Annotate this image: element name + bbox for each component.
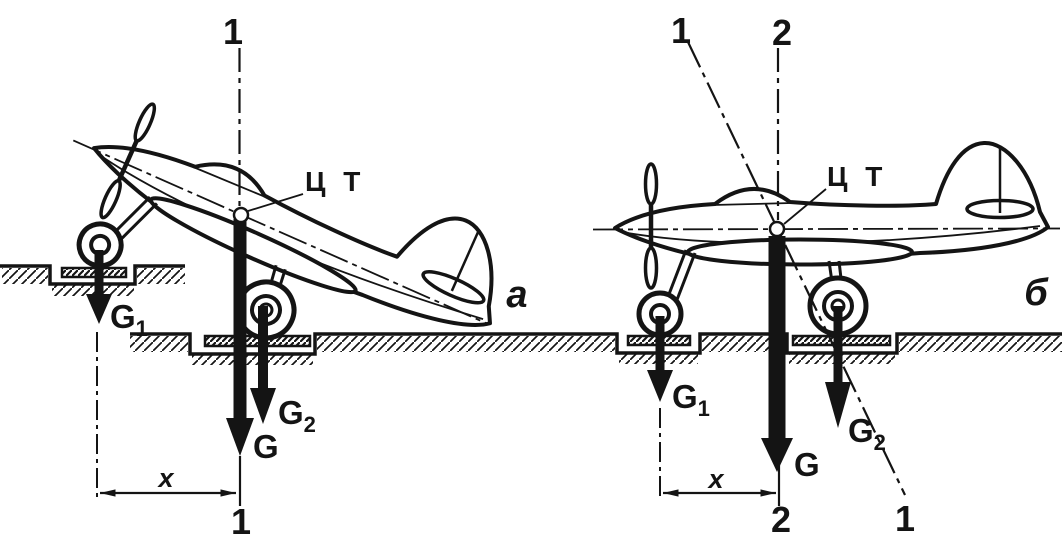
force-arrow-shaft (768, 236, 786, 440)
force-arrow-front-b (647, 316, 673, 402)
axis-1-label-bottom-a: 1 (231, 501, 251, 536)
cg-leader-line-b (783, 188, 827, 225)
axis-2-label-bottom-b: 2 (771, 499, 791, 536)
force-arrow-shaft (258, 306, 268, 390)
soil-hatch (2, 268, 48, 284)
force-arrow-front-a (86, 250, 112, 324)
force-arrow-total-b (761, 236, 793, 472)
force-label-g-a: G (253, 428, 279, 465)
soil-hatch (899, 336, 1062, 352)
ground-line-upper (0, 264, 185, 286)
force-label-sub: 1 (136, 316, 148, 341)
scale-platform-a-front (60, 266, 128, 279)
force-arrow-shaft (233, 219, 247, 420)
axis-1-label-bottom-b: 1 (895, 498, 915, 536)
soil-hatch (52, 285, 134, 296)
cg-marker-a (232, 206, 250, 224)
distance-label-a: x (156, 463, 174, 493)
force-label-base: G (110, 298, 136, 335)
force-arrow-shaft (655, 316, 665, 372)
axis-1-label-top-b: 1 (671, 10, 691, 51)
distance-label-b: x (706, 464, 724, 494)
panel-b: 1 2 2 1 Ц Т G1 G2 G x б (593, 10, 1060, 536)
force-label-sub: 1 (698, 396, 710, 421)
force-arrowhead (825, 382, 851, 428)
panel-a: 1 1 Ц Т G1 G2 G x а (30, 11, 528, 536)
panel-label-b: б (1024, 272, 1049, 314)
force-arrowhead (226, 418, 254, 456)
soil-hatch (192, 355, 313, 365)
force-label-sub: 2 (304, 412, 316, 437)
soil-hatch (137, 268, 185, 284)
soil-hatch (317, 336, 615, 352)
force-label-sub: 2 (874, 430, 886, 455)
cg-marker-b (768, 220, 786, 238)
airplane-tilted (30, 61, 524, 421)
ground (0, 264, 1062, 365)
cg-leader-line-a (247, 193, 304, 212)
force-arrow-rear-b (825, 306, 851, 428)
axis-1-line-b (687, 41, 906, 496)
force-label-base: G (278, 394, 304, 431)
force-arrowhead (86, 294, 112, 324)
force-arrow-total-a (226, 219, 254, 456)
force-label-g1-a: G1 (110, 298, 148, 341)
force-label-base: G (672, 378, 698, 415)
soil-hatch (130, 336, 188, 352)
axis-1-label-top-a: 1 (223, 11, 243, 52)
force-arrowhead (647, 370, 673, 402)
force-arrowhead (761, 438, 793, 472)
force-label-g2-a: G2 (278, 394, 316, 437)
cg-label-b: Ц Т (827, 161, 887, 192)
force-label-base: G (848, 412, 874, 449)
cg-label-a: Ц Т (305, 166, 365, 197)
panel-label-a: а (506, 274, 527, 316)
axis-2-label-top-b: 2 (772, 12, 792, 53)
airplane-level (593, 143, 1048, 335)
soil-hatch (702, 336, 785, 352)
force-arrow-rear-a (250, 306, 276, 424)
force-arrow-shaft (833, 306, 843, 384)
force-arrow-shaft (94, 250, 104, 296)
force-label-g1-b: G1 (672, 378, 710, 421)
force-label-g-b: G (794, 446, 820, 483)
force-label-g2-b: G2 (848, 412, 886, 455)
force-arrowhead (250, 388, 276, 424)
